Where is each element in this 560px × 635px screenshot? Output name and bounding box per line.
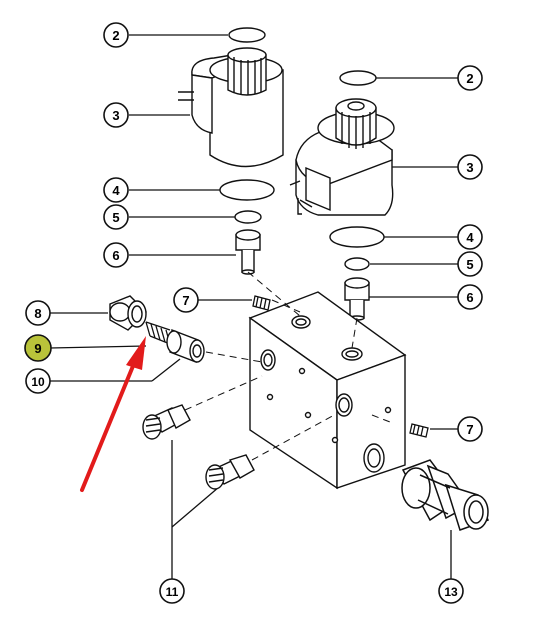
fitting-13 <box>401 459 489 531</box>
leader-lines <box>49 34 458 580</box>
callout-label: 6 <box>466 290 473 305</box>
solenoid-coil-right <box>289 70 395 321</box>
callout-label: 7 <box>182 293 189 308</box>
callout-13: 13 <box>438 578 464 604</box>
o-ring-5-right <box>344 257 370 271</box>
callout-label: 4 <box>112 183 120 198</box>
callout-label: 7 <box>466 422 473 437</box>
callout-label: 2 <box>112 28 119 43</box>
callout-label: 9 <box>34 341 41 356</box>
callout-5-left: 5 <box>103 204 129 230</box>
callout-10: 10 <box>25 368 51 394</box>
callout-3-right: 3 <box>457 154 483 180</box>
red-pointer-arrow <box>80 336 146 492</box>
callout-label: 5 <box>466 257 473 272</box>
callout-4-left: 4 <box>103 177 129 203</box>
callout-5-right: 5 <box>457 251 483 277</box>
callout-label: 13 <box>444 585 458 599</box>
o-ring-2-right <box>339 70 377 86</box>
callout-label: 5 <box>112 210 119 225</box>
callout-2-right: 2 <box>457 65 483 91</box>
callout-7-lower: 7 <box>457 416 483 442</box>
o-ring-2-left <box>228 27 266 43</box>
callout-group: 2 3 4 5 6 2 3 4 <box>24 22 483 604</box>
o-ring-4-right <box>329 226 385 248</box>
plug-7-lower <box>409 423 429 438</box>
plug-7-upper <box>252 295 271 311</box>
callout-11: 11 <box>159 578 185 604</box>
spring-9 <box>145 321 171 345</box>
callout-6-right: 6 <box>457 284 483 310</box>
callout-label: 3 <box>466 160 473 175</box>
callout-7-upper: 7 <box>173 287 199 313</box>
callout-9-highlighted: 9 <box>24 334 52 362</box>
coil-body-left <box>209 69 284 168</box>
callout-label: 8 <box>34 306 41 321</box>
callout-label: 6 <box>112 248 119 263</box>
callout-label: 11 <box>166 585 179 599</box>
callout-6-left: 6 <box>103 242 129 268</box>
check-valve-10 <box>166 329 205 363</box>
valve-block <box>248 291 407 490</box>
fitting-11-upper <box>142 404 191 440</box>
callout-label: 4 <box>466 230 474 245</box>
o-ring-5-left <box>234 210 262 224</box>
callout-8: 8 <box>25 300 51 326</box>
callout-2-top-left: 2 <box>103 22 129 48</box>
callout-label: 2 <box>466 71 473 86</box>
callout-label: 3 <box>112 108 119 123</box>
assembly-lines <box>184 271 391 461</box>
callout-4-right: 4 <box>457 224 483 250</box>
leader-11-diag <box>171 486 220 528</box>
callout-3-left: 3 <box>103 102 129 128</box>
callout-label: 10 <box>31 375 45 389</box>
leader-10b <box>151 358 181 382</box>
cap-8 <box>109 295 147 331</box>
fitting-11-lower <box>205 454 255 490</box>
solenoid-coil-left <box>178 27 284 275</box>
leader-9 <box>49 345 147 349</box>
o-ring-4-left <box>219 179 275 201</box>
